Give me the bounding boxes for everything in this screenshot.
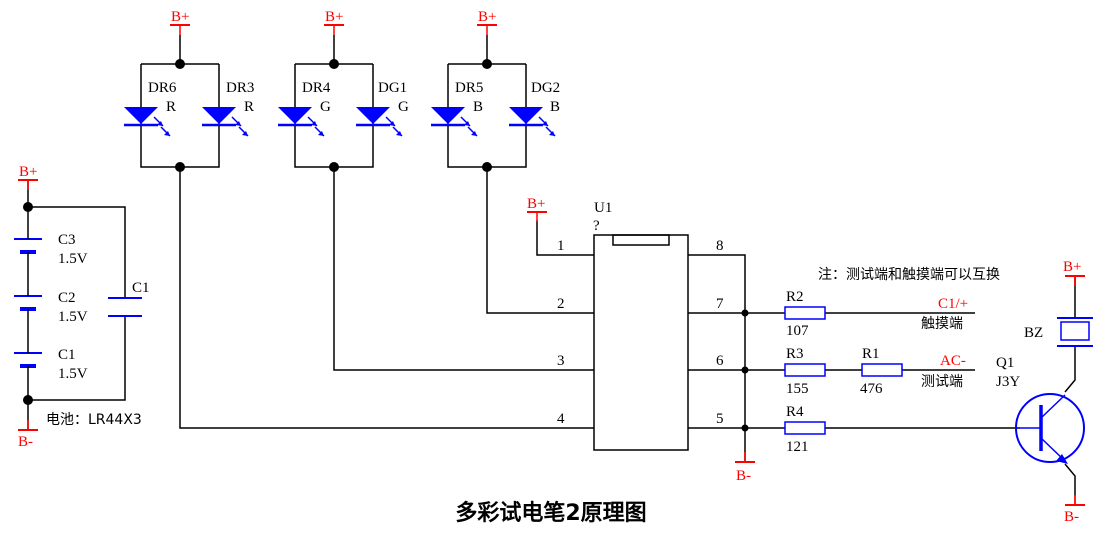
transistor-ref: Q1 xyxy=(996,355,1014,371)
led-color: G xyxy=(398,99,409,115)
power-label: B+ xyxy=(1063,259,1081,275)
led-dr5: DR5 B xyxy=(429,80,483,138)
terminal-label: 触摸端 xyxy=(921,316,963,332)
led-dr3: DR3 R xyxy=(200,80,254,138)
power-label: B+ xyxy=(171,9,189,25)
terminal-test: AC- 测试端 xyxy=(921,353,966,390)
led-ref: DG2 xyxy=(531,80,560,96)
resistor-ref: R1 xyxy=(862,346,880,362)
ic-pin-3: 3 xyxy=(557,353,565,369)
resistor-r2: R2 107 xyxy=(784,289,826,339)
power-label: B- xyxy=(736,468,751,484)
ic-pin-1: 1 xyxy=(557,238,565,254)
power-b-plus-1: B+ xyxy=(169,9,191,36)
ic-pin-7: 7 xyxy=(716,296,724,312)
terminal-touch: C1/+ 触摸端 xyxy=(921,296,968,332)
resistor-ref: R2 xyxy=(786,289,804,305)
terminal-label: 测试端 xyxy=(921,374,963,390)
battery-ref: C2 xyxy=(58,290,76,306)
power-label: B+ xyxy=(527,196,545,212)
capacitor-c1: C1 xyxy=(108,280,150,317)
led-dr4: DR4 G xyxy=(276,80,331,138)
buzzer-ref: BZ xyxy=(1024,325,1043,341)
led-color: B xyxy=(550,99,560,115)
power-b-minus-battery: B- xyxy=(17,419,39,450)
power-b-minus-transistor: B- xyxy=(1064,494,1086,525)
ic-pin-6: 6 xyxy=(716,353,724,369)
led-color: R xyxy=(244,99,254,115)
junction-dots xyxy=(23,59,749,432)
note-text: 注：测试端和触摸端可以互换 xyxy=(818,266,1000,283)
resistor-value: 155 xyxy=(786,381,809,397)
ic-pin-2: 2 xyxy=(557,296,565,312)
battery-cell-c2: C2 1.5V xyxy=(14,290,88,325)
ic-u1: U1 ? 1 2 3 4 8 7 6 5 xyxy=(557,200,724,451)
battery-cell-c3: C3 1.5V xyxy=(14,232,88,267)
battery-label: 电池：LR44X3 xyxy=(46,412,142,428)
diagram-title: 多彩试电笔2原理图 xyxy=(455,500,646,526)
resistor-ref: R4 xyxy=(786,404,804,420)
battery-ref: C3 xyxy=(58,232,76,248)
power-b-plus-2: B+ xyxy=(323,9,345,36)
capacitor-ref: C1 xyxy=(132,280,150,296)
power-label: B- xyxy=(18,434,33,450)
power-b-minus-ic: B- xyxy=(734,451,756,484)
resistor-r4: R4 121 xyxy=(784,404,826,455)
battery-value: 1.5V xyxy=(58,309,88,325)
buzzer-bz: BZ xyxy=(1024,317,1093,347)
resistor-r3: R3 155 xyxy=(784,346,826,397)
power-b-plus-3: B+ xyxy=(476,9,498,36)
power-b-plus-buzzer: B+ xyxy=(1063,259,1086,287)
battery-cell-c1: C1 1.5V xyxy=(14,347,88,382)
led-ref: DG1 xyxy=(378,80,407,96)
ic-pin-5: 5 xyxy=(716,411,724,427)
led-dg1: DG1 G xyxy=(354,80,409,138)
battery-ref: C1 xyxy=(58,347,76,363)
battery-value: 1.5V xyxy=(58,366,88,382)
power-b-plus-battery: B+ xyxy=(17,164,39,191)
resistor-ref: R3 xyxy=(786,346,804,362)
terminal-net: AC- xyxy=(940,353,966,369)
resistor-value: 107 xyxy=(786,323,809,339)
power-label: B- xyxy=(1064,509,1079,525)
transistor-q1: Q1 J3Y xyxy=(996,355,1085,464)
ic-ref: U1 xyxy=(594,200,612,216)
battery-value: 1.5V xyxy=(58,251,88,267)
led-ref: DR5 xyxy=(455,80,483,96)
power-label: B+ xyxy=(478,9,496,25)
resistor-value: 476 xyxy=(860,381,883,397)
led-color: B xyxy=(473,99,483,115)
ic-pin-8: 8 xyxy=(716,238,724,254)
power-label: B+ xyxy=(325,9,343,25)
ic-pin-4: 4 xyxy=(557,411,565,427)
ic-value: ? xyxy=(593,218,600,234)
led-ref: DR3 xyxy=(226,80,254,96)
transistor-value: J3Y xyxy=(996,374,1020,390)
led-ref: DR4 xyxy=(302,80,331,96)
resistor-r1: R1 476 xyxy=(860,346,903,397)
terminal-net: C1/+ xyxy=(938,296,968,312)
resistor-value: 121 xyxy=(786,439,809,455)
led-color: R xyxy=(166,99,176,115)
led-dg2: DG2 B xyxy=(507,80,560,138)
led-ref: DR6 xyxy=(148,80,177,96)
led-color: G xyxy=(320,99,331,115)
led-dr6: DR6 R xyxy=(122,80,177,138)
power-b-plus-ic: B+ xyxy=(526,196,548,223)
power-label: B+ xyxy=(19,164,37,180)
